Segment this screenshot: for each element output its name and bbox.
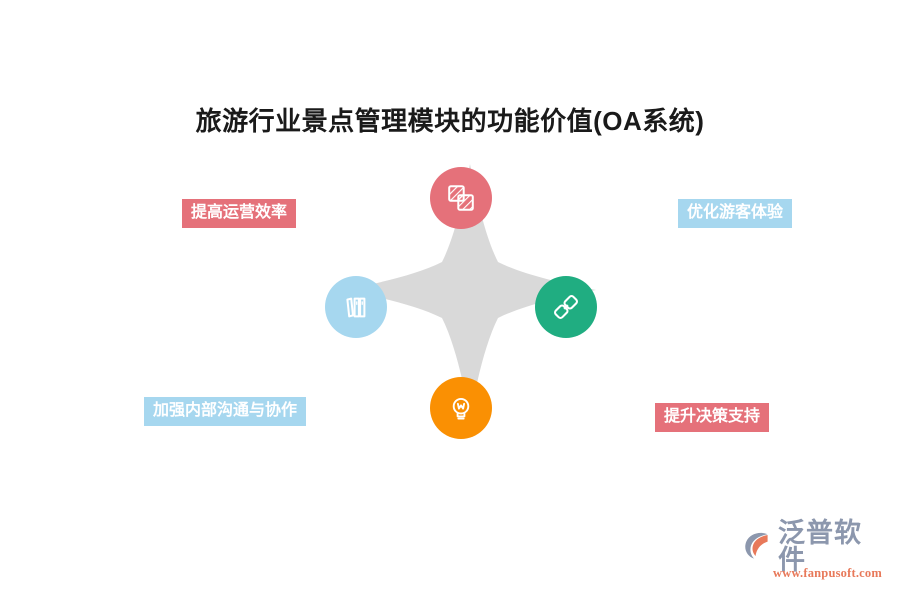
- label-improve-decision-support[interactable]: 提升决策支持: [654, 403, 769, 433]
- brand-url: www.fanpusoft.com: [773, 566, 882, 580]
- label-improve-operational-efficiency[interactable]: 提高运营效率: [182, 199, 297, 229]
- books-icon: [342, 293, 370, 321]
- node-bottom-decision-support[interactable]: [430, 377, 492, 439]
- brand-name: 泛普软件: [778, 518, 862, 575]
- chain-link-icon: [551, 292, 581, 322]
- node-right-optimize-visitor-experience[interactable]: [535, 276, 597, 338]
- node-top-improve-efficiency[interactable]: [430, 167, 492, 229]
- fanpu-logo-icon: [742, 529, 774, 566]
- label-strengthen-internal-communication[interactable]: 加强内部沟通与协作: [144, 397, 307, 427]
- layers-copy-icon: [446, 183, 476, 213]
- diagram-container: [330, 160, 610, 450]
- page-title: 旅游行业景点管理模块的功能价值(OA系统): [195, 106, 705, 136]
- label-optimize-visitor-experience[interactable]: 优化游客体验: [677, 199, 792, 229]
- brand-watermark: 泛普软件 www.fanpusoft.com: [742, 520, 882, 586]
- brand-row: 泛普软件: [742, 520, 882, 574]
- node-left-internal-communication[interactable]: [325, 276, 387, 338]
- four-pointed-star-shape: [344, 164, 596, 416]
- lightbulb-icon: [447, 394, 475, 422]
